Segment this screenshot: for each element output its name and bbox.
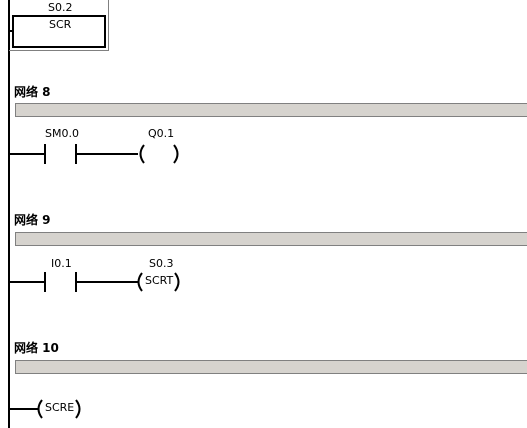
network-8-title[interactable]: 网络 8 <box>14 85 51 99</box>
network-9-coil-address: S0.3 <box>149 257 174 270</box>
network-9-coil-label: SCRT <box>145 274 174 287</box>
network-8-comment-bar[interactable] <box>15 103 527 117</box>
scr-address: S0.2 <box>48 1 73 14</box>
scr-rail-connection <box>8 30 14 32</box>
scr-instruction-box[interactable]: SCR <box>12 15 106 48</box>
left-power-rail <box>8 0 10 428</box>
scr-block-frame <box>9 0 109 51</box>
network-10-coil[interactable] <box>36 399 86 419</box>
network-8-wire-mid <box>76 153 138 155</box>
network-8-coil[interactable] <box>136 144 184 164</box>
contact-left-bar <box>44 272 46 292</box>
network-9-contact-address: I0.1 <box>51 257 72 270</box>
network-8-wire-left <box>8 153 45 155</box>
scr-label: SCR <box>49 18 72 31</box>
network-10-wire-left <box>8 408 38 410</box>
contact-left-bar <box>44 144 46 164</box>
network-9-coil[interactable] <box>136 272 184 292</box>
network-9-contact[interactable] <box>44 272 78 292</box>
network-9-wire-left <box>8 281 45 283</box>
network-8-contact[interactable] <box>44 144 78 164</box>
network-9-title[interactable]: 网络 9 <box>14 213 51 227</box>
network-9-wire-mid <box>76 281 138 283</box>
network-10-coil-label: SCRE <box>45 401 75 414</box>
network-8-coil-address: Q0.1 <box>148 127 175 140</box>
network-10-title[interactable]: 网络 10 <box>14 341 59 355</box>
network-8-contact-address: SM0.0 <box>45 127 79 140</box>
network-10-comment-bar[interactable] <box>15 360 527 374</box>
network-9-comment-bar[interactable] <box>15 232 527 246</box>
